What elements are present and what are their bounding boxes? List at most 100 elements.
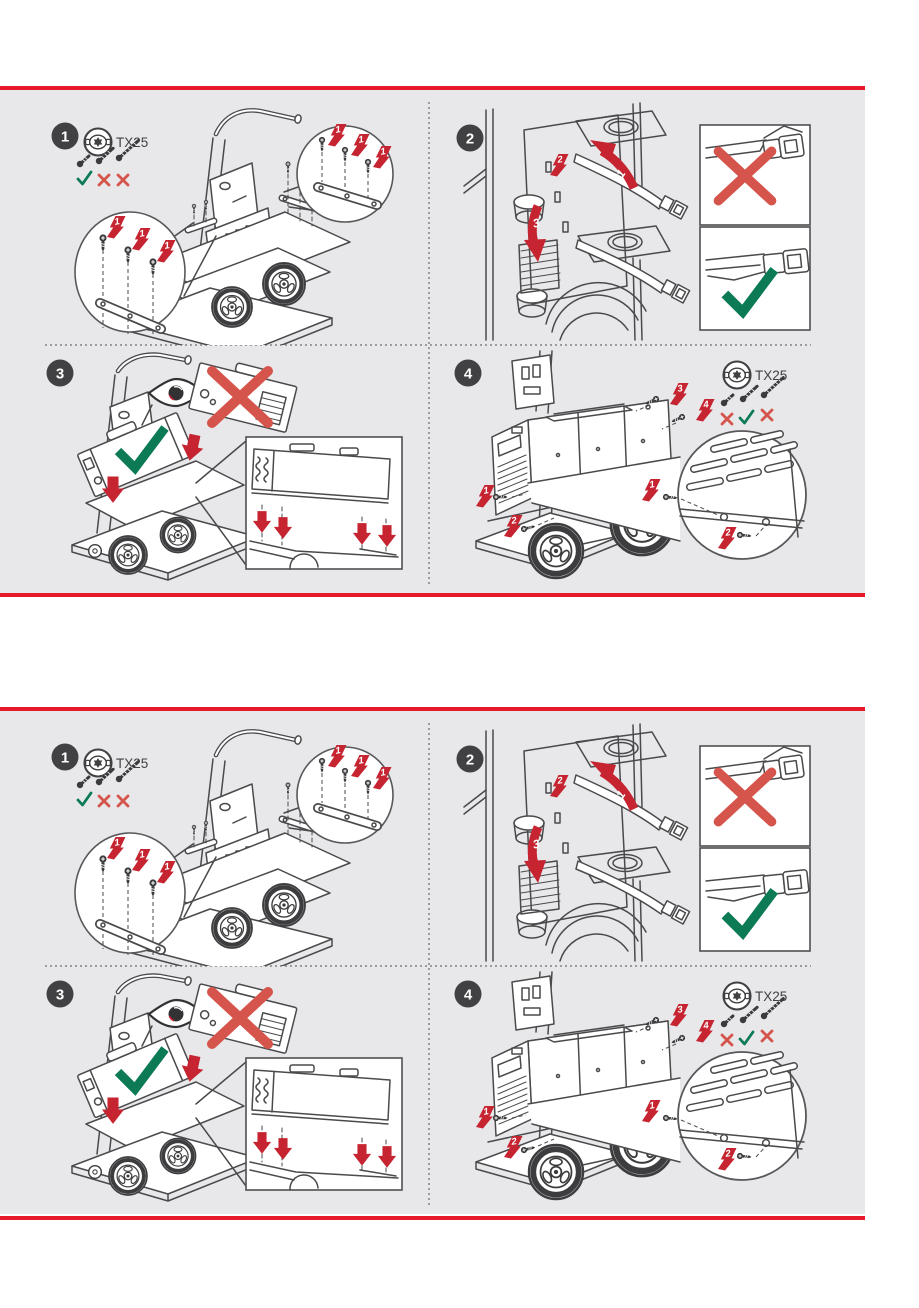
strap-arrow-3: 3 [524,204,546,262]
strap-routing-drawing: 1 2 3 [463,723,691,962]
svg-text:1: 1 [139,228,146,240]
number-flag: 1 [373,767,392,790]
svg-text:2: 2 [466,752,474,769]
step-3-badge: 3 [46,980,74,1008]
svg-text:4: 4 [464,366,473,383]
svg-text:1: 1 [114,216,121,228]
check-icon [76,170,93,186]
number-flag: 1 [373,146,392,169]
magnifier-inset: 1 2 [527,1051,807,1181]
svg-text:1: 1 [164,240,171,252]
wheel [107,1155,149,1197]
step-4-badge: 4 [454,359,482,387]
trolley-drawing [119,729,351,966]
number-flag: 1 [132,849,151,872]
step-1-illustration: 1 TX25 [51,108,394,345]
svg-text:1: 1 [335,745,342,757]
number-flag: 1 [328,745,347,768]
strap-correct-example [699,847,811,952]
wheel [529,1145,583,1199]
svg-text:1: 1 [164,861,171,873]
svg-text:4: 4 [702,1020,711,1032]
svg-text:2: 2 [724,527,733,539]
number-flag: 1 [351,134,370,157]
number-flag: 1 [157,861,176,884]
svg-text:2: 2 [556,154,565,166]
svg-text:4: 4 [464,987,473,1004]
red-rule-bottom-1 [0,593,865,597]
machine-drawing [487,1020,673,1143]
step-2-badge: 2 [456,745,484,773]
step-4-illustration: 4 [454,971,807,1214]
cross-icon [760,1029,774,1043]
number-flag: 2 [504,1136,523,1159]
svg-text:1: 1 [649,1100,656,1112]
wheel [263,263,305,305]
caster-wheel [87,543,103,559]
number-flag: 1 [132,228,151,251]
machine-wrong-placement [188,362,298,433]
step-3-illustration: 3 [46,352,403,581]
dotted-divider-vertical [428,102,430,584]
wheel [158,515,198,555]
wheel [212,908,252,948]
step-3-illustration: 3 [46,973,403,1202]
number-flag: 1 [642,1100,661,1123]
right-callout: 1 1 1 [283,745,394,844]
tool-label: TX25 [116,135,148,150]
number-flag: 2 [718,527,737,550]
svg-text:1: 1 [61,750,69,767]
caster-wheel [87,1164,103,1180]
right-callout: 1 1 1 [283,124,394,223]
step-1-badge: 1 [51,743,79,771]
magnifier-inset: 1 2 [527,430,807,560]
svg-text:3: 3 [56,987,64,1004]
red-rule-bottom-2 [0,1216,865,1220]
strap-flag-2: 2 [550,154,569,177]
number-flag: 1 [351,755,370,778]
left-callout: 1 1 1 [74,832,217,957]
red-rule-top-1 [0,86,865,90]
wheel [212,287,252,327]
svg-text:1: 1 [380,767,387,779]
machine-wrong-placement [188,983,298,1054]
number-flag: 1 [328,124,347,147]
check-icon [738,409,755,425]
check-icon [76,791,93,807]
svg-text:1: 1 [483,485,490,497]
svg-text:1: 1 [358,755,365,767]
number-flag: 1 [157,240,176,263]
step-1-badge: 1 [51,122,79,150]
step-2-illustration: 2 [456,723,811,962]
wheel [158,1136,198,1176]
svg-text:2: 2 [466,131,474,148]
machine-correct-placement [77,412,206,503]
number-flag: 3 [670,383,689,406]
step-2-badge: 2 [456,124,484,152]
strap-routing-drawing: 1 2 3 [463,102,691,341]
number-flag: 1 [476,1106,495,1129]
svg-text:1: 1 [139,849,146,861]
left-callout: 1 1 1 [74,211,217,336]
cross-icon [116,794,130,808]
svg-text:2: 2 [556,775,565,787]
svg-text:3: 3 [531,836,541,851]
red-rule-top-2 [0,707,865,711]
mast-drawing [511,971,555,1035]
check-icon [738,1030,755,1046]
svg-text:3: 3 [56,366,64,383]
cross-icon [97,794,111,808]
number-flag: 4 [696,399,715,422]
strap-wrong-example [699,124,811,226]
cross-icon [116,173,130,187]
number-flag: 1 [642,479,661,502]
wheel [529,524,583,578]
strap-correct-example [699,226,811,331]
tx25-tool-icon [722,981,752,1011]
number-flag: 2 [718,1148,737,1171]
tool-label: TX25 [755,368,787,383]
svg-text:1: 1 [649,479,656,491]
number-flag: 4 [696,1020,715,1043]
wheel [263,884,305,926]
